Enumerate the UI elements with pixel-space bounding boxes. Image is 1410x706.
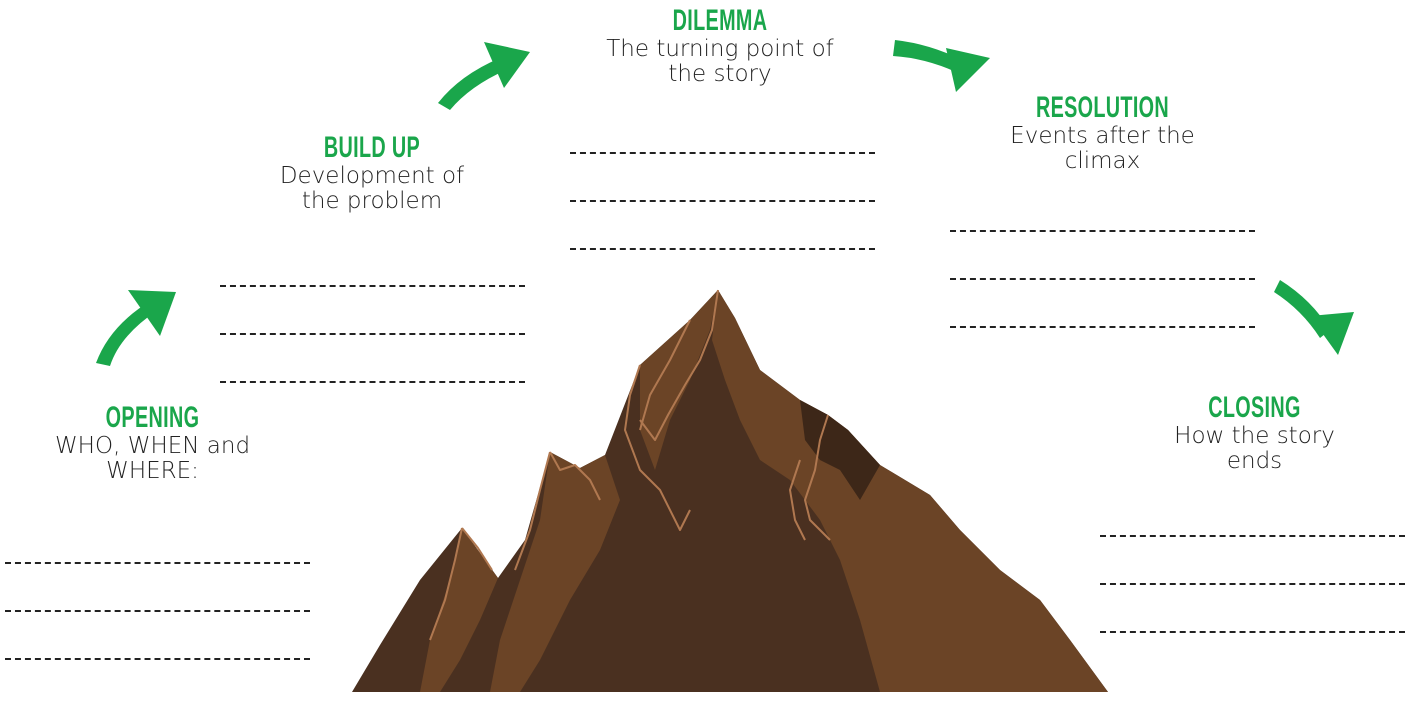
writing-line[interactable] [1100,583,1405,585]
writing-lines-closing [1100,535,1405,679]
mountain-small-peak-facet [420,528,498,692]
section-title: OPENING [105,401,200,434]
writing-line[interactable] [950,278,1255,280]
arrow-icon [96,290,176,366]
mountain-light-face [712,290,1108,692]
arrow-icon [893,40,990,92]
mountain-illustration [352,289,1108,692]
writing-line[interactable] [570,200,875,202]
section-title: CLOSING [1208,391,1301,424]
writing-lines-resolution [950,230,1255,374]
writing-lines-build-up [220,285,525,429]
writing-line[interactable] [950,230,1255,232]
section-description: Events after the climax [1010,123,1195,174]
writing-lines-dilemma [570,152,875,296]
section-title: RESOLUTION [1035,91,1170,124]
writing-line[interactable] [570,248,875,250]
writing-line[interactable] [220,381,525,383]
section-closing: CLOSING How the story ends [1102,392,1407,474]
arrows [96,40,1354,366]
writing-lines-opening [5,562,310,706]
section-description: How the story ends [1174,423,1335,474]
writing-line[interactable] [5,658,310,660]
mountain-left-facet [490,452,620,692]
writing-line[interactable] [5,562,310,564]
section-opening: OPENING WHO, WHEN and WHERE: [0,402,305,484]
writing-line[interactable] [1100,535,1405,537]
section-dilemma: DILEMMA The turning point of the story [560,5,880,87]
writing-line[interactable] [950,326,1255,328]
writing-line[interactable] [220,285,525,287]
mountain-shadow [800,400,880,500]
writing-line[interactable] [5,610,310,612]
mountain-mid-facet [640,290,718,470]
writing-line[interactable] [220,333,525,335]
section-description: The turning point of the story [606,36,834,87]
section-description: WHO, WHEN and WHERE: [54,433,251,484]
mountain-outlines [429,289,831,641]
section-build-up: BUILD UP Development of the problem [222,132,522,214]
section-description: Development of the problem [279,163,465,214]
section-title: DILEMMA [672,4,768,37]
arrow-icon [438,42,530,110]
arrow-icon [1274,280,1354,355]
writing-line[interactable] [570,152,875,154]
section-title: BUILD UP [323,131,421,164]
writing-line[interactable] [1100,631,1405,633]
section-resolution: RESOLUTION Events after the climax [950,92,1255,174]
